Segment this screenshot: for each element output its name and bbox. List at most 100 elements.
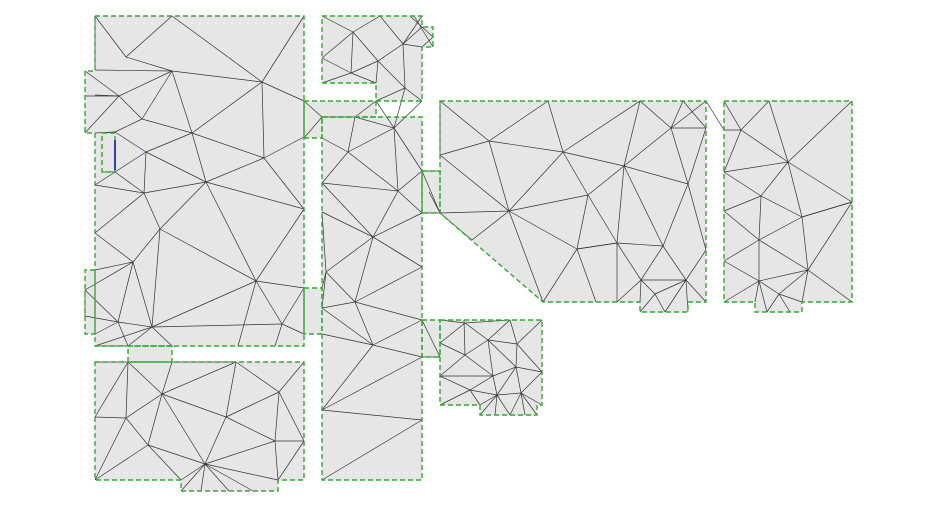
mesh-edge [464,339,489,356]
mesh-edge [321,333,374,346]
mesh-edge [670,100,707,129]
mesh-edge [255,280,305,289]
mesh-edge [350,60,379,74]
mesh-edge [161,393,227,418]
mesh-edge [204,463,254,492]
mesh-edge [758,280,780,295]
mesh-edge [562,151,589,196]
mesh-edge [397,170,423,192]
mesh-edge [143,151,147,194]
mesh-edge [151,228,161,328]
mesh-edge [255,280,283,325]
mesh-edge [347,116,356,153]
mesh-edge [758,239,809,271]
mesh-edge [255,208,305,282]
mesh-edge [740,129,789,163]
mesh-edge [464,322,489,341]
mesh-edge [132,228,161,263]
corridor-left-bridge [128,346,172,362]
mesh-edge [117,261,134,323]
mesh-edge [616,279,642,303]
mesh-edge [141,118,193,134]
mesh-edge [685,279,707,303]
mesh-edge [145,151,207,183]
mesh-edge [350,31,354,74]
mesh-edge [807,269,853,303]
mesh-edge [496,366,517,396]
mesh-edge [321,409,423,421]
mesh-edge [393,87,406,129]
mesh-edge [758,280,768,313]
mesh-edge [94,321,119,335]
mesh-edge [479,394,498,416]
mesh-edge [321,182,374,238]
mesh-edge [94,15,127,58]
corridor-top-link-boundary [303,100,377,139]
mesh-edge [235,361,280,393]
mesh-edge [84,315,119,323]
mesh-edge [515,366,522,394]
mesh-edge [205,181,305,210]
mesh-edge [487,339,517,368]
mesh-edge [84,70,120,97]
mesh-edge [321,182,399,192]
mesh-edge [413,15,434,48]
mesh-edge [147,444,182,481]
mesh-edge [372,190,399,238]
mesh-edge [84,261,134,291]
mesh-edge [421,26,434,38]
mesh-edge [204,463,279,481]
mesh-edge [114,171,145,194]
mesh-edge [117,321,129,347]
mesh-edge [687,127,707,185]
mesh-edge [562,100,641,153]
mesh-edge [200,463,206,492]
corridor-lower-link-boundary [421,319,441,358]
mesh-edge [439,375,471,391]
mesh-edge [94,232,134,263]
mesh-edge [159,228,257,282]
mesh-edge [94,261,134,271]
mesh-edge [616,242,642,281]
mesh-edge [372,236,423,268]
mesh-edge [471,210,510,241]
mesh-edge [623,100,641,167]
mesh-edge [114,151,147,173]
mesh-edge [439,322,466,344]
mesh-edge [479,394,498,406]
mesh-edge [723,210,760,241]
mesh-edge [321,271,327,289]
mesh-edge [225,416,276,442]
mesh-edge [354,301,374,346]
mesh-edge [664,279,687,313]
mesh-edge [171,70,193,134]
mesh-edge [807,201,853,271]
mesh-edge [94,171,116,186]
mesh-edge [801,201,853,218]
mesh-edge [125,361,129,419]
mesh-edge [354,116,395,129]
mesh-edge [723,100,742,131]
mesh-edge [205,157,265,183]
mesh-edge [670,100,684,129]
mesh-edge [754,280,760,303]
mesh-edge [147,393,163,446]
mesh-edge [132,261,153,328]
mesh-edge [464,319,511,324]
mesh-edge [347,127,395,153]
mesh-edge [723,129,742,173]
mesh-edge [354,236,374,303]
mesh-edge [161,393,206,465]
mesh-edge [723,239,760,262]
mesh-edge [377,60,406,89]
room-middle-column [322,117,422,480]
mesh-edge [321,137,349,153]
mesh-edge [494,394,498,416]
mesh-edge [277,440,305,481]
mesh-edge [94,192,145,234]
mesh-edge [321,211,374,238]
mesh-edge [325,236,374,273]
mesh-edge [402,26,423,45]
room-middle-column-boundary [321,116,423,481]
mesh-edge [347,151,399,192]
